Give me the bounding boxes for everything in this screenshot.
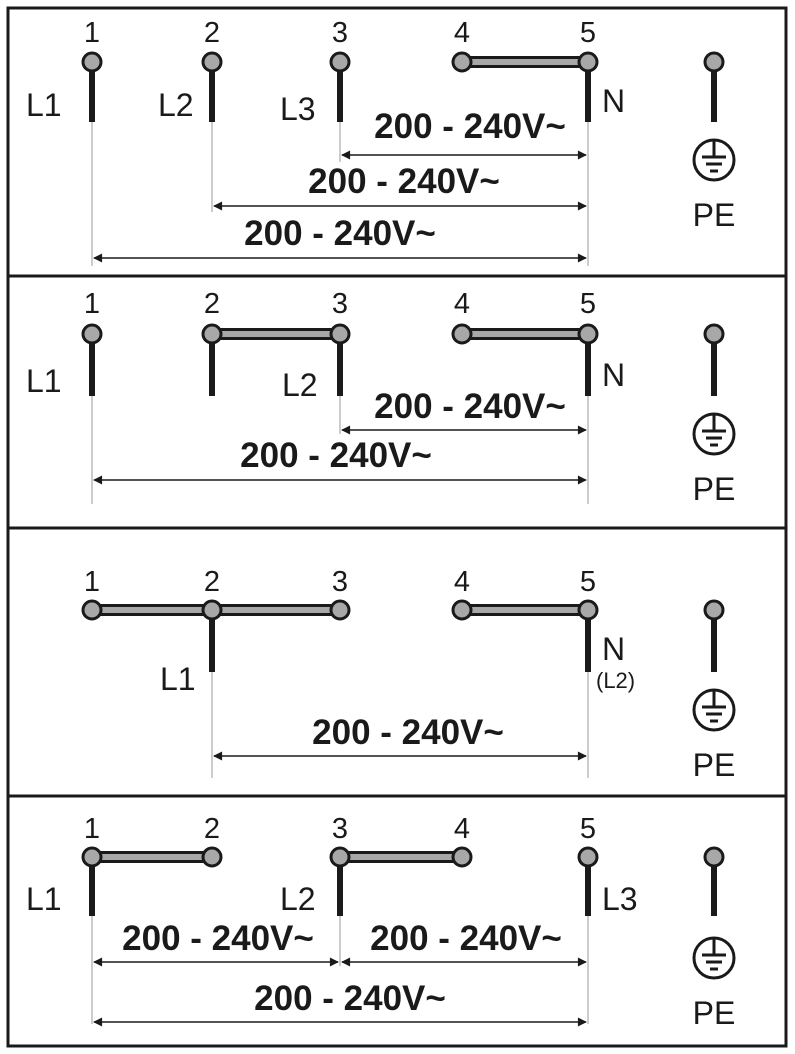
label-L1: L1 — [160, 661, 196, 697]
terminal-screws — [81, 323, 725, 345]
terminal-5-number: 5 — [580, 566, 596, 598]
terminal-4-number: 4 — [454, 566, 470, 598]
label-L2: L2 — [280, 881, 316, 917]
label-L1: L1 — [26, 363, 62, 399]
terminal-1-number: 1 — [84, 813, 100, 845]
terminal-3-number: 3 — [332, 288, 348, 320]
voltage-label: 200 - 240V~ — [374, 387, 566, 426]
panel-2: 1 2 3 4 5 — [6, 274, 788, 530]
terminal-4-number: 4 — [454, 288, 470, 320]
label-L1: L1 — [26, 87, 62, 123]
terminal-3-number: 3 — [332, 566, 348, 598]
terminal-2-number: 2 — [204, 813, 220, 845]
label-L1: L1 — [26, 881, 62, 917]
label-PE: PE — [693, 747, 736, 783]
panel-frame — [6, 6, 788, 278]
reference-lines — [91, 916, 589, 1024]
label-PE: PE — [693, 471, 736, 507]
voltage-label: 200 - 240V~ — [240, 436, 432, 475]
reference-lines — [91, 396, 589, 504]
label-N: N — [602, 357, 625, 393]
voltage-label: 200 - 240V~ — [244, 214, 436, 253]
panel-frame — [6, 794, 788, 1048]
label-L3: L3 — [280, 91, 316, 127]
terminal-3-number: 3 — [332, 17, 348, 49]
panel-frame — [6, 526, 788, 798]
terminal-5-number: 5 — [580, 17, 596, 49]
label-PE: PE — [693, 197, 736, 233]
panel-frame — [6, 274, 788, 530]
voltage-label: 200 - 240V~ — [122, 919, 314, 958]
terminal-screws — [81, 846, 725, 868]
terminal-3-number: 3 — [332, 813, 348, 845]
terminal-5-number: 5 — [580, 813, 596, 845]
reference-lines — [91, 122, 589, 266]
terminal-5-number: 5 — [580, 288, 596, 320]
voltage-label: 200 - 240V~ — [254, 979, 446, 1018]
panel-1: 1 2 3 4 5 L1 — [6, 6, 788, 278]
voltage-label: 200 - 240V~ — [308, 162, 500, 201]
voltage-label: 200 - 240V~ — [374, 107, 566, 146]
terminal-1-number: 1 — [84, 288, 100, 320]
panel-4: 1 2 3 4 5 — [6, 794, 788, 1048]
label-L3: L3 — [602, 881, 638, 917]
terminal-1-number: 1 — [84, 566, 100, 598]
label-N-alt: (L2) — [596, 668, 635, 693]
label-L2: L2 — [282, 367, 318, 403]
terminal-1-number: 1 — [84, 17, 100, 49]
terminal-screws — [81, 51, 725, 73]
reference-lines — [211, 672, 589, 778]
terminal-screws — [81, 599, 725, 621]
terminal-2-number: 2 — [204, 566, 220, 598]
voltage-label: 200 - 240V~ — [370, 919, 562, 958]
label-L2: L2 — [158, 87, 194, 123]
terminal-4-number: 4 — [454, 17, 470, 49]
terminal-2-number: 2 — [204, 288, 220, 320]
voltage-label: 200 - 240V~ — [312, 713, 504, 752]
terminal-2-number: 2 — [204, 17, 220, 49]
terminal-4-number: 4 — [454, 813, 470, 845]
label-N: N — [602, 83, 625, 119]
panel-3: 1 2 3 4 5 L1 N — [6, 526, 788, 798]
label-PE: PE — [693, 995, 736, 1031]
label-N: N — [602, 631, 625, 667]
